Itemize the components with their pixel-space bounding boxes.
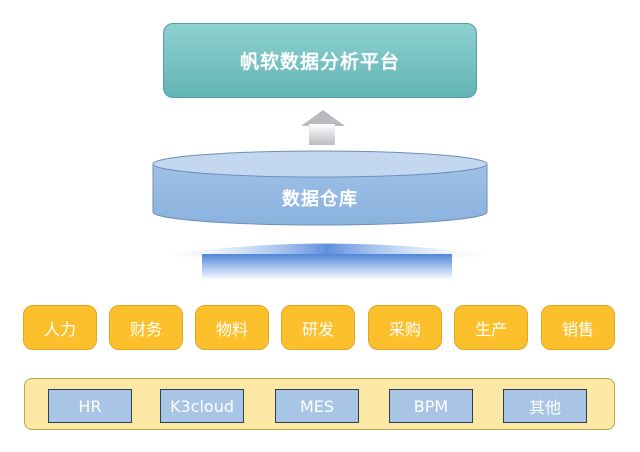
dept-label: 采购	[388, 319, 421, 339]
system-label: HR	[78, 396, 102, 416]
system-hr-box: HR	[48, 389, 132, 423]
data-warehouse-label: 数据仓库	[282, 189, 358, 210]
system-label: MES	[299, 396, 335, 416]
system-k3cloud-box: K3cloud	[160, 389, 244, 423]
system-label: BPM	[413, 396, 449, 416]
data-warehouse-cylinder	[152, 150, 488, 226]
dept-label: 人力	[43, 319, 76, 339]
up-arrow-stem	[309, 124, 335, 145]
system-bpm-box: BPM	[389, 389, 473, 423]
system-other-box: 其他	[503, 389, 587, 423]
analytics-platform-box: 帆软数据分析平台	[163, 23, 477, 98]
dept-finance-box: 财务	[109, 305, 183, 350]
dept-label: 物料	[215, 319, 248, 339]
dept-sales-box: 销售	[541, 305, 615, 350]
up-arrow-icon	[301, 110, 345, 126]
data-warehouse-label-wrap: 数据仓库	[152, 178, 488, 218]
dept-production-box: 生产	[454, 305, 528, 350]
dept-label: 生产	[474, 319, 507, 339]
dept-procurement-box: 采购	[368, 305, 442, 350]
system-label: K3cloud	[170, 396, 234, 416]
system-label: 其他	[528, 398, 561, 417]
dept-label: 财务	[129, 319, 162, 339]
dept-hr-box: 人力	[23, 305, 97, 350]
dept-rnd-box: 研发	[281, 305, 355, 350]
dept-label: 销售	[561, 319, 594, 339]
data-flow-arrow-icon	[150, 243, 504, 280]
dept-materials-box: 物料	[195, 305, 269, 350]
analytics-platform-label: 帆软数据分析平台	[239, 51, 400, 73]
dept-label: 研发	[301, 319, 334, 339]
system-mes-box: MES	[275, 389, 359, 423]
